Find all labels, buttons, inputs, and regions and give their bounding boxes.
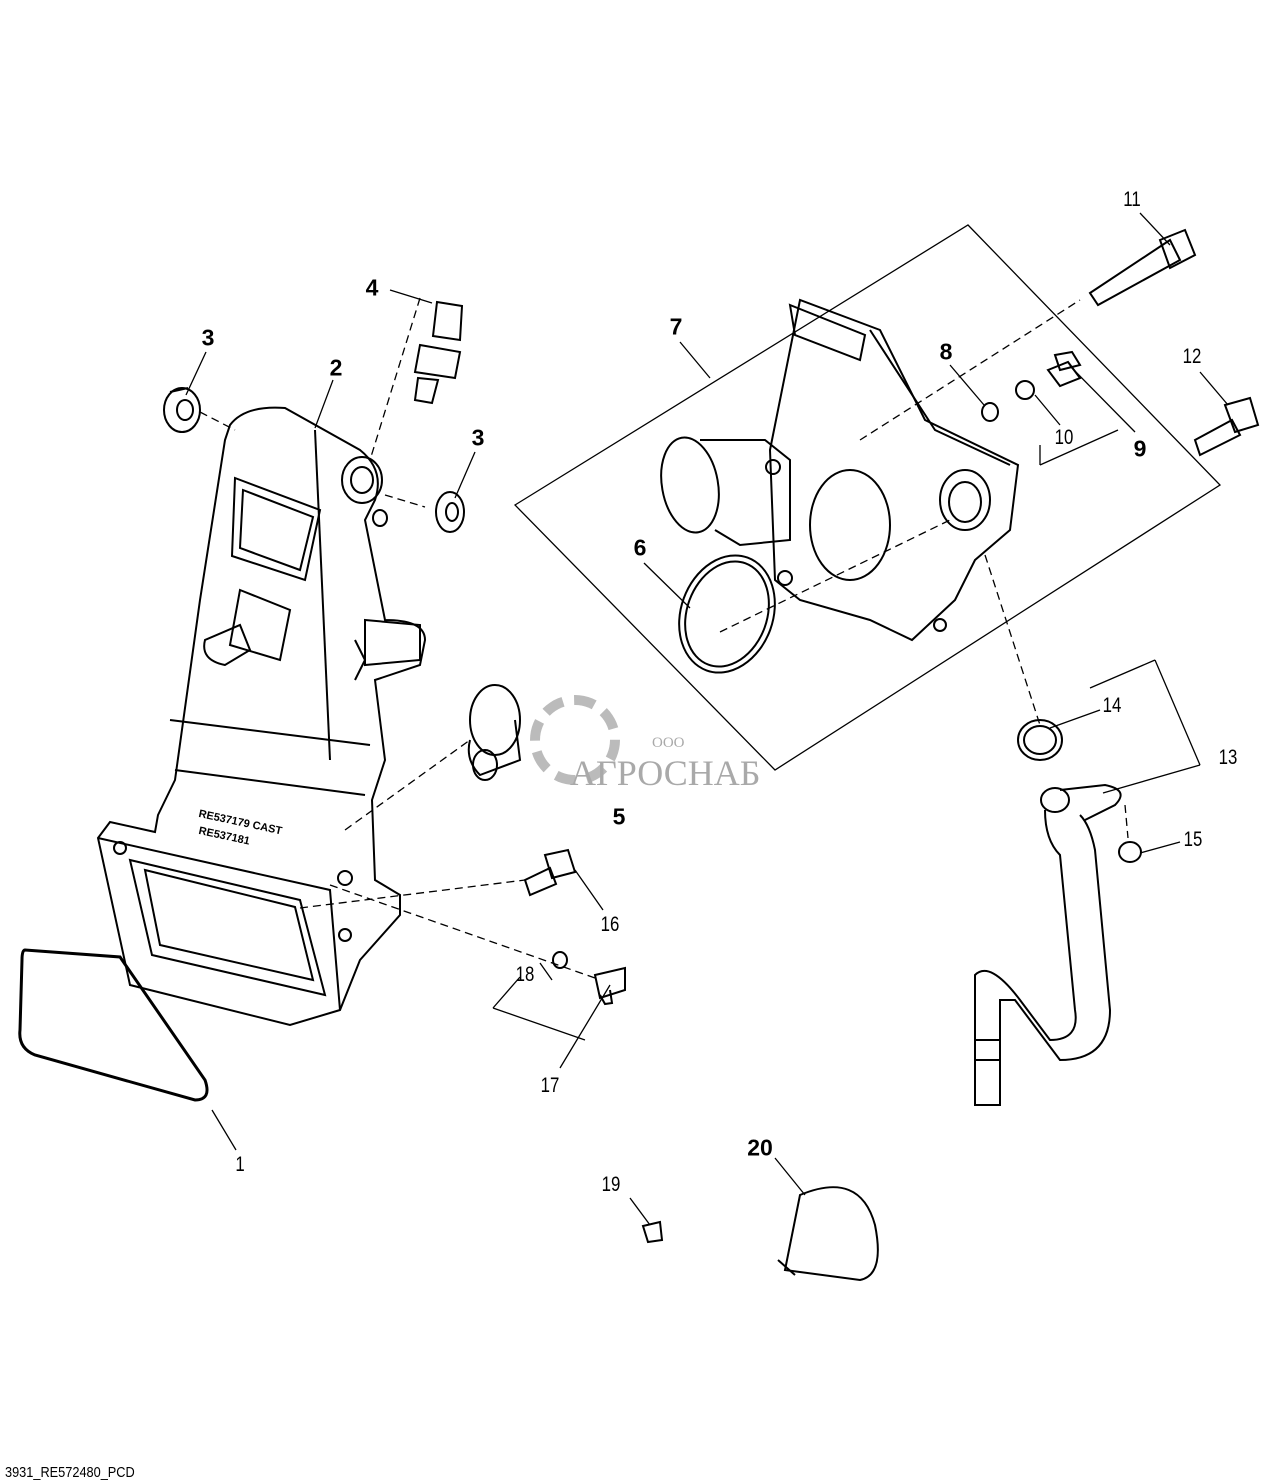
callout-12: 12 (1182, 345, 1202, 368)
part-14-o-ring (1017, 719, 1063, 761)
callout-19: 19 (601, 1173, 621, 1196)
part-1-gasket (18, 948, 209, 1102)
callout-4: 4 (365, 274, 379, 301)
callout-17: 17 (540, 1074, 560, 1097)
watermark-name: АГРОСНАБ (570, 753, 761, 793)
part-10-seal (1015, 380, 1035, 400)
callout-5: 5 (612, 803, 626, 830)
center-lines (199, 297, 1129, 979)
drawing-code: 3931_RE572480_PCD (5, 1464, 135, 1481)
watermark-gear-icon (530, 695, 620, 785)
part-16-bolt (523, 848, 577, 897)
callout-11: 11 (1123, 188, 1141, 211)
part-12-bolt (1193, 396, 1260, 457)
callout-16: 16 (600, 913, 620, 936)
callout-15: 15 (1183, 828, 1203, 851)
part-9-plug (1046, 350, 1082, 388)
part-15-nut (1118, 841, 1142, 863)
part-19-bolt (641, 1220, 664, 1244)
part-18-washer (552, 951, 568, 969)
callout-1: 1 (235, 1153, 245, 1176)
part-17-plug (593, 966, 626, 1006)
part-4-sensor (413, 300, 464, 405)
callout-3b: 3 (471, 424, 485, 451)
part-13-tube (974, 783, 1122, 1106)
part-11-bolt (1088, 228, 1197, 307)
callout-10: 10 (1054, 426, 1074, 449)
watermark-prefix: ООО (652, 735, 685, 751)
part-3-bearing-left (163, 387, 201, 433)
callout-2: 2 (329, 354, 343, 381)
callout-14: 14 (1102, 694, 1122, 717)
part-8-plug (981, 402, 999, 422)
part-2-housing (96, 406, 427, 1027)
callout-20: 20 (747, 1134, 773, 1161)
leader-lines (185, 212, 1229, 1226)
part-20-clamp (777, 1186, 879, 1282)
callout-18: 18 (515, 963, 535, 986)
callout-6: 6 (633, 534, 647, 561)
callout-8: 8 (939, 338, 953, 365)
part-7-thermostat-housing (660, 298, 1020, 642)
callout-3a: 3 (201, 324, 215, 351)
assembly-7-bracket (513, 224, 1222, 771)
part-3-bearing-right (435, 491, 465, 533)
callout-9: 9 (1133, 435, 1147, 462)
callout-13: 13 (1218, 746, 1238, 769)
part-6-o-ring (678, 554, 776, 674)
watermark-logo: ООО АГРОСНАБ (520, 670, 780, 800)
part-5-thermostat (467, 684, 522, 781)
callout-7: 7 (669, 313, 683, 340)
